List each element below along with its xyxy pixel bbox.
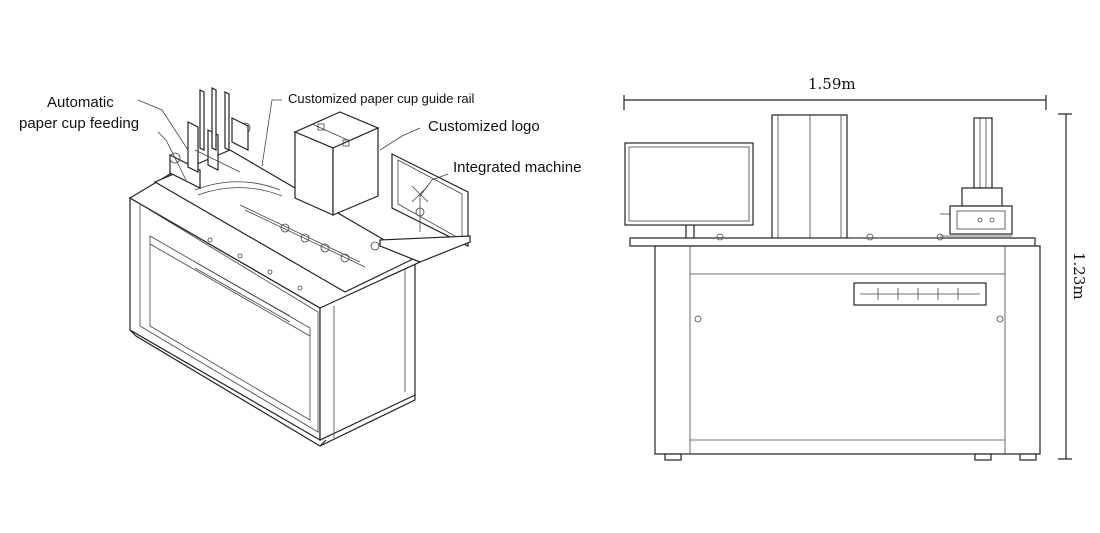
monitor — [624, 142, 754, 238]
central-uprights — [771, 114, 848, 242]
isometric-machine-view: Automatic paper cup feeding Customized p… — [19, 87, 581, 447]
callout-automatic-line2: paper cup feeding — [19, 115, 139, 132]
integrated-side-module — [379, 153, 471, 263]
callout-guide-rail: Customized paper cup guide rail — [288, 91, 475, 106]
feeder-tower — [940, 117, 1013, 237]
height-dimension-label: 1.23m — [1070, 252, 1088, 300]
width-dimension-line — [623, 95, 1047, 110]
width-dimension-label: 1.59m — [808, 75, 856, 93]
front-elevation-view: 1.59m 1.23m — [623, 75, 1088, 461]
height-dimension-line — [1058, 113, 1072, 460]
callout-automatic-line1: Automatic — [47, 94, 114, 111]
print-head-box — [293, 111, 380, 216]
callout-lines — [137, 99, 449, 197]
cup-feeder-towers — [169, 87, 251, 189]
callout-integrated-machine: Integrated machine — [453, 159, 581, 176]
front-cabinet — [654, 245, 1041, 461]
callout-customized-logo: Customized logo — [428, 118, 540, 135]
top-conveyor — [153, 149, 417, 293]
